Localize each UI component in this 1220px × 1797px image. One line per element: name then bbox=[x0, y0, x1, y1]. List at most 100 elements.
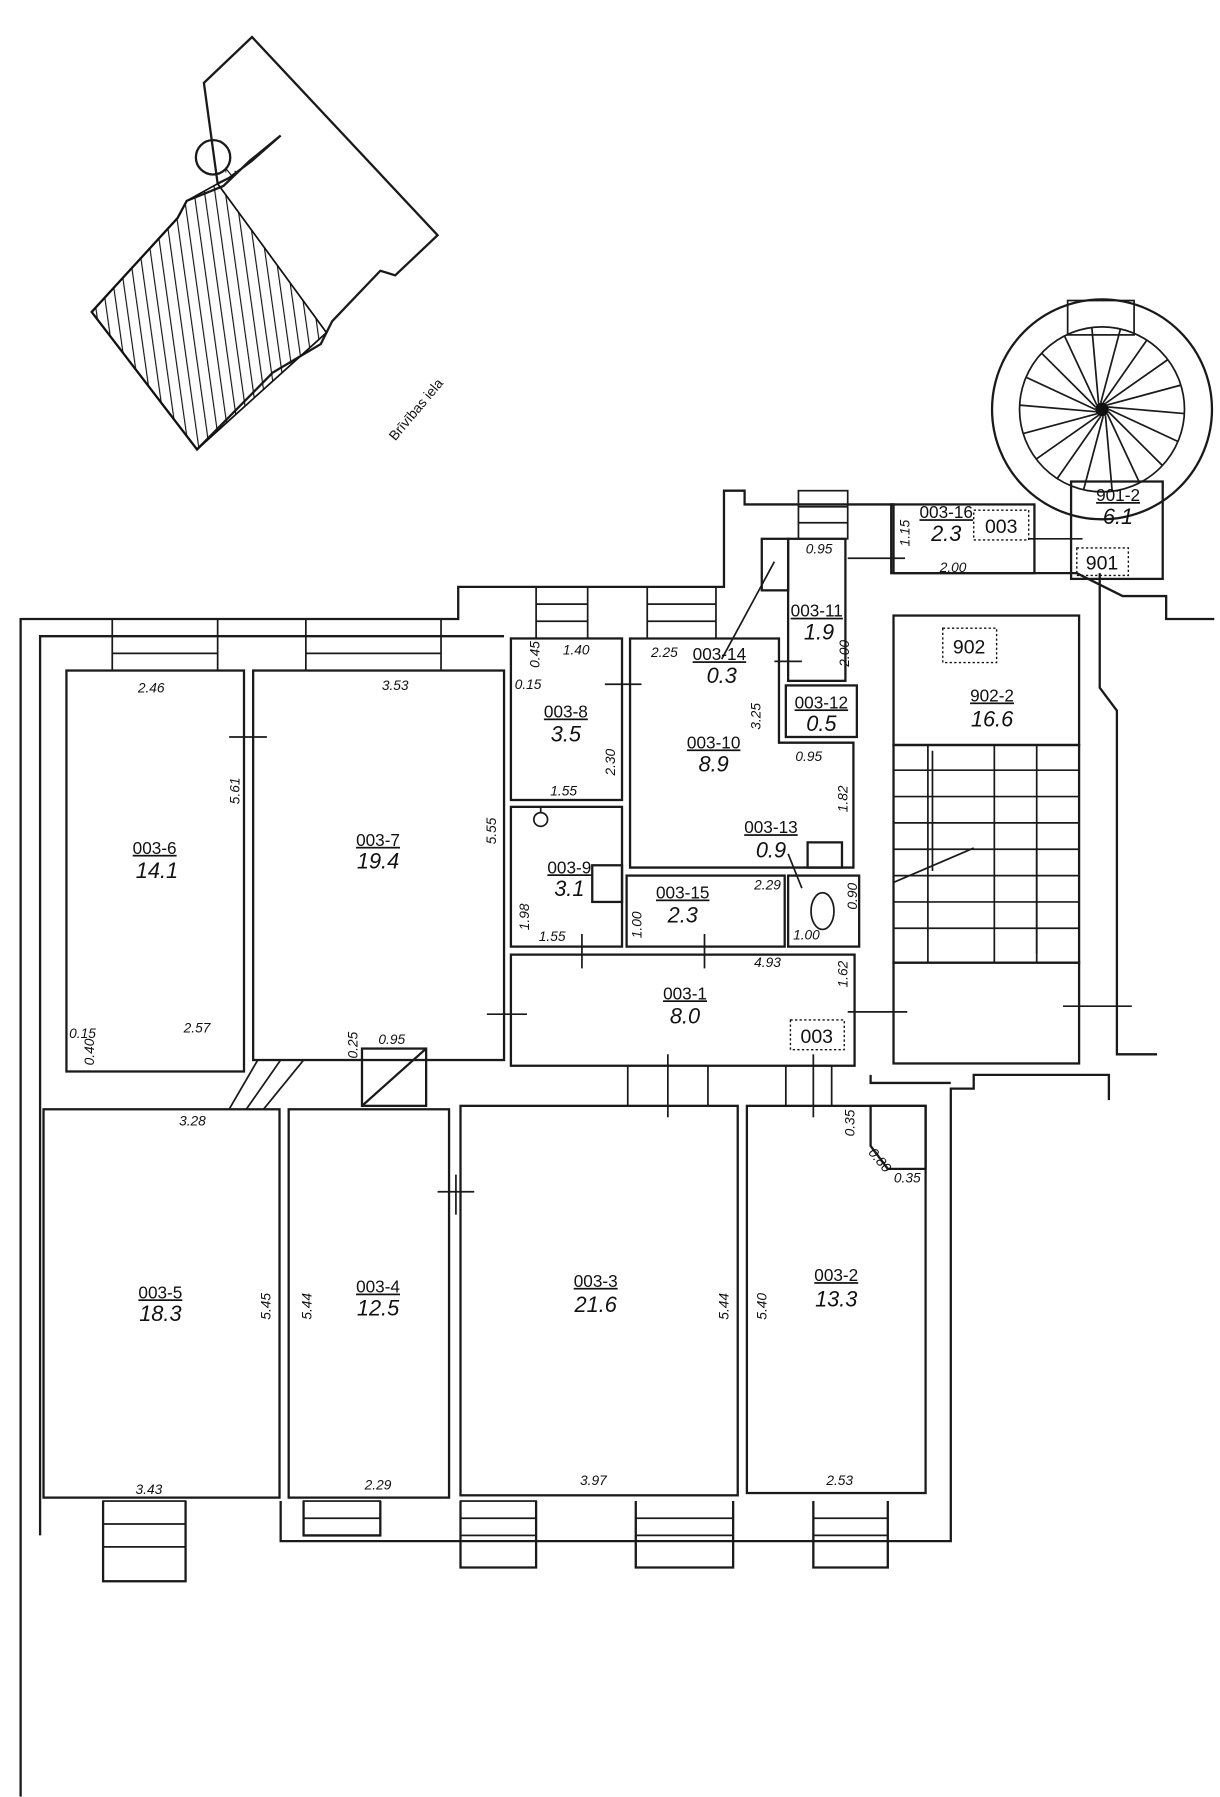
room-003-10 bbox=[628, 637, 855, 869]
spiral-step bbox=[1019, 404, 1096, 413]
spiral-step bbox=[1035, 414, 1100, 460]
room-area: 2.3 bbox=[667, 903, 698, 928]
dimension: 0.45 bbox=[528, 641, 543, 668]
dimension: 2.57 bbox=[183, 1021, 212, 1036]
spiral-step bbox=[1056, 415, 1102, 480]
dimension: 5.40 bbox=[754, 1293, 769, 1320]
stairwell bbox=[892, 743, 1081, 964]
room-area: 3.1 bbox=[554, 876, 584, 901]
unit-tag-902: 902 bbox=[953, 636, 985, 658]
dimension: 5.44 bbox=[300, 1293, 315, 1320]
spiral-step bbox=[1063, 335, 1098, 406]
spiral-step bbox=[1090, 327, 1100, 404]
spiral-step bbox=[1108, 408, 1179, 443]
dimension: 0.15 bbox=[515, 677, 542, 692]
unit-tag-003-top: 003 bbox=[985, 516, 1017, 538]
dimension: 3.25 bbox=[749, 703, 764, 730]
dimension: 3.28 bbox=[179, 1113, 206, 1128]
stair-steps bbox=[893, 744, 1080, 963]
spiral-step bbox=[1082, 415, 1105, 490]
dimension: 1.55 bbox=[550, 783, 577, 798]
room-area: 14.1 bbox=[136, 858, 178, 883]
room-area: 13.3 bbox=[815, 1286, 857, 1311]
spiral-step bbox=[1106, 413, 1141, 484]
dimension: 3.53 bbox=[382, 678, 409, 693]
dimension: 0.95 bbox=[806, 542, 833, 557]
dimension: 0.15 bbox=[69, 1026, 96, 1041]
dimension: 5.55 bbox=[484, 817, 499, 844]
dimension: 1.82 bbox=[836, 785, 851, 812]
room-area: 1.9 bbox=[804, 620, 834, 645]
room-area: 19.4 bbox=[357, 849, 399, 874]
room-003-7 bbox=[252, 669, 506, 1062]
room-id: 003-3 bbox=[574, 1271, 618, 1291]
room-area: 16.6 bbox=[971, 707, 1014, 732]
room-area: 3.5 bbox=[551, 722, 582, 747]
room-id: 003-15 bbox=[656, 883, 709, 903]
room-003-2-corner bbox=[869, 1104, 927, 1170]
unit-tag-901: 901 bbox=[1086, 553, 1118, 575]
site-marker: 1. bbox=[221, 162, 240, 180]
room-area: 18.3 bbox=[139, 1301, 181, 1326]
room-003-6 bbox=[65, 669, 246, 1073]
room-id: 003-1 bbox=[663, 983, 707, 1003]
room-id: 003-6 bbox=[133, 838, 177, 858]
room-901-2 bbox=[1069, 480, 1164, 581]
room-id: 003-5 bbox=[138, 1282, 182, 1302]
spiral-step bbox=[1102, 339, 1148, 404]
dimension: 1.98 bbox=[517, 903, 532, 930]
room-area: 21.6 bbox=[574, 1292, 618, 1317]
dimension: 0.95 bbox=[378, 1032, 405, 1047]
room-id: 003-4 bbox=[356, 1277, 400, 1297]
street-name: Brīvības iela bbox=[386, 376, 446, 444]
room-area: 12.5 bbox=[357, 1295, 400, 1320]
room-area: 0.3 bbox=[707, 663, 737, 688]
dimension: 4.93 bbox=[754, 955, 781, 970]
hatched-plot bbox=[90, 182, 328, 451]
room-id: 003-8 bbox=[544, 702, 588, 722]
building-walls bbox=[19, 489, 1215, 1797]
spiral-step bbox=[1025, 376, 1096, 411]
room-area: 6.1 bbox=[1103, 504, 1133, 529]
room-id: 003-9 bbox=[547, 857, 591, 877]
room-labels: 003-6 14.1 003-7 19.4 003-8 3.5 003-9 3.… bbox=[133, 485, 1140, 1326]
spiral-step bbox=[1041, 352, 1097, 408]
room-003-3 bbox=[459, 1104, 739, 1497]
dimension: 2.00 bbox=[939, 560, 967, 575]
dimension: 0.40 bbox=[82, 1038, 97, 1065]
dimension: 1.00 bbox=[793, 928, 820, 943]
room-area: 8.9 bbox=[699, 751, 729, 776]
dimension: 1.55 bbox=[539, 929, 566, 944]
dimension: 5.61 bbox=[227, 777, 242, 804]
dimensions: 2.46 5.61 2.57 0.15 0.40 3.53 5.55 0.25 … bbox=[69, 519, 967, 1497]
spiral-step bbox=[1104, 415, 1114, 492]
dimension: 3.97 bbox=[580, 1473, 608, 1488]
room-003-5 bbox=[42, 1108, 281, 1499]
dimension: 1.40 bbox=[563, 643, 590, 658]
room-id: 003-11 bbox=[791, 601, 843, 621]
room-id: 902-2 bbox=[970, 685, 1014, 705]
dimension: 0.25 bbox=[345, 1031, 360, 1058]
room-area: 8.0 bbox=[670, 1003, 700, 1028]
dimension: 1.00 bbox=[630, 911, 645, 938]
room-003-11 bbox=[786, 537, 847, 682]
spiral-staircase bbox=[990, 298, 1214, 521]
room-id: 003-7 bbox=[356, 830, 400, 850]
lobby bbox=[892, 961, 1081, 1065]
dimension: 3.43 bbox=[136, 1482, 163, 1497]
spiral-step bbox=[1099, 328, 1122, 403]
spiral-step bbox=[1107, 384, 1182, 406]
room-id: 003-13 bbox=[744, 817, 797, 837]
room-id: 003-12 bbox=[795, 692, 848, 712]
dimension: 1.15 bbox=[898, 519, 913, 546]
unit-tag-003-main: 003 bbox=[801, 1026, 833, 1048]
door-marks bbox=[228, 537, 1132, 1215]
spiral-step bbox=[1022, 412, 1097, 435]
dimension: 2.29 bbox=[753, 877, 781, 892]
dimension: 2.29 bbox=[364, 1478, 392, 1493]
site-plan-inset: 1. Brīvības iela bbox=[90, 35, 446, 452]
dimension: 2.46 bbox=[137, 680, 165, 695]
room-003-15 bbox=[625, 874, 786, 948]
dimension: 2.00 bbox=[837, 640, 852, 668]
